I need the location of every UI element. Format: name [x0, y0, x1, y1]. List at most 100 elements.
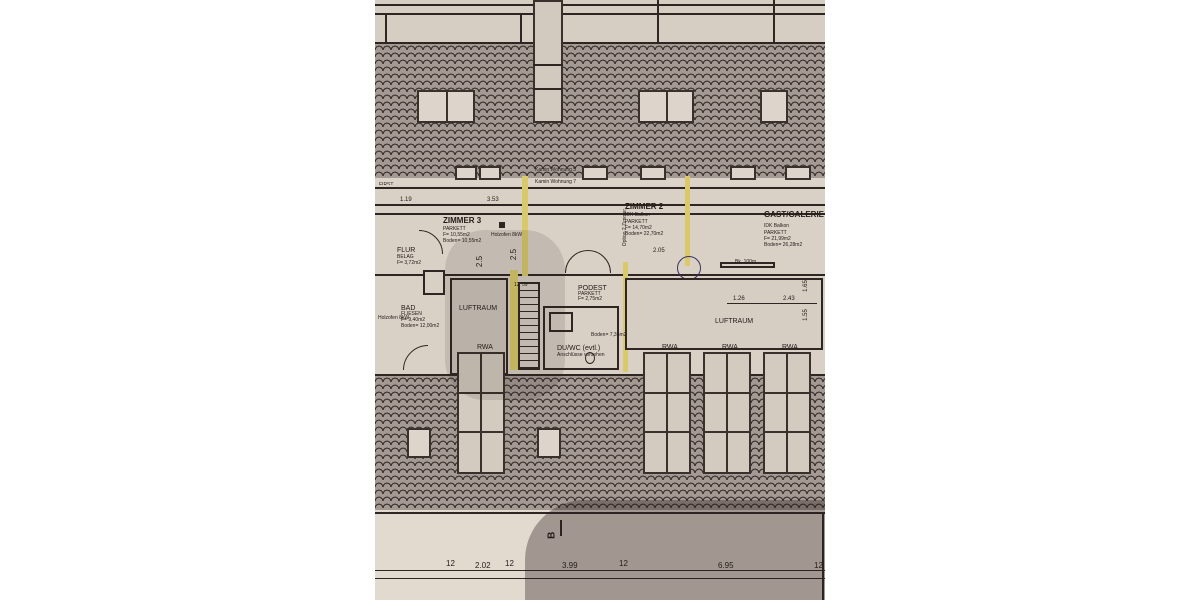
dimension: 12	[505, 559, 514, 568]
room-area: F= 10,55m2	[443, 232, 470, 238]
room-name: GAST/GALERIE	[764, 210, 825, 219]
room-area: F= 2,75m2	[578, 296, 603, 302]
wall-line	[375, 213, 825, 215]
dimension-line	[375, 204, 825, 206]
frame-line	[385, 13, 387, 43]
frame-line	[375, 578, 825, 579]
wall-line	[375, 274, 825, 276]
dimension: 12	[619, 559, 628, 568]
frame-line	[657, 0, 659, 43]
small-window	[640, 166, 666, 180]
chimney-label-1: Kamin Wohnung 5	[535, 167, 577, 173]
detail-marker	[677, 256, 701, 280]
small-window	[730, 166, 756, 180]
photo-shadow	[525, 500, 825, 600]
chimney	[533, 0, 563, 123]
toilet	[585, 352, 595, 364]
rwa-label: RWA	[662, 344, 678, 351]
room-name: ZIMMER 3	[443, 216, 482, 225]
roof-tiles-upper	[375, 43, 825, 178]
small-skylight	[537, 428, 561, 458]
room-floor: PARKETT	[764, 230, 787, 236]
dimension: 2.43	[783, 296, 795, 302]
room-area: Boden= 7,35m2	[591, 332, 627, 338]
dimension: 59	[522, 282, 528, 288]
room-boden: Boden= 22,70m2	[625, 231, 664, 237]
room-boden: Boden= 26,28m2	[764, 242, 803, 248]
room-name: LUFTRAUM	[459, 305, 498, 312]
shower-tray	[549, 312, 573, 332]
room-floor: FLIESEN	[401, 311, 422, 317]
dimension: 1.65	[802, 280, 809, 292]
room-area: F= 21,99m2	[764, 236, 791, 242]
chimney-label-2: Kamin Wohnung 7	[535, 179, 577, 185]
rwa-label: RWA	[782, 344, 798, 351]
small-window	[479, 166, 501, 180]
room-name: LUFTRAUM	[715, 318, 754, 325]
roof-tiles-lower	[375, 375, 825, 510]
rwa-smoke-vent-window	[763, 352, 811, 474]
new-wall	[685, 176, 690, 266]
small-window	[785, 166, 811, 180]
room-note: Holzofen 8kW	[491, 232, 523, 238]
skylight	[417, 90, 475, 123]
skylight	[760, 90, 788, 123]
new-wall	[522, 176, 528, 276]
room-area: F= 3,72m2	[397, 260, 422, 266]
rwa-label: RWA	[477, 344, 493, 351]
room-name: DU/WC (evtl.)	[557, 345, 601, 352]
room-area: F= 9,40m2	[401, 317, 426, 323]
dimension: 2.05	[653, 248, 665, 254]
floor-plan-sheet: Kamin Wohnung 5 Kamin Wohnung 7 FIRST ZI…	[375, 0, 825, 600]
dimension: 1.55	[802, 309, 809, 321]
void-area-right	[625, 278, 823, 350]
rwa-label: RWA	[722, 344, 738, 351]
room-name: PODEST	[578, 285, 607, 292]
shower	[423, 270, 445, 295]
dimension: 3.99	[562, 561, 578, 570]
eave-line	[375, 374, 825, 376]
window-sill	[720, 262, 775, 268]
dimension: 3.53	[487, 197, 499, 203]
dimension: 1.26	[733, 296, 745, 302]
frame-line	[375, 4, 825, 6]
room-floor: BELAG	[397, 254, 414, 260]
room-name: ZIMMER 2	[625, 202, 664, 211]
dimension: 12	[446, 559, 455, 568]
frame-line	[375, 13, 825, 15]
rwa-smoke-vent-window	[643, 352, 691, 474]
room-boden: Boden= 10,55m2	[443, 238, 482, 244]
photo-shadow	[445, 230, 565, 400]
room-name: FLUR	[397, 247, 416, 254]
new-wall	[510, 270, 518, 370]
dimension: 6.95	[718, 561, 734, 570]
dimension: 2.02	[475, 561, 491, 570]
small-window	[455, 166, 477, 180]
section-marker-line	[560, 520, 562, 536]
staircase	[518, 282, 540, 370]
room-note: Anschlüsse vorsehen	[557, 352, 605, 358]
frame-line	[520, 13, 522, 43]
rwa-smoke-vent-window	[457, 352, 505, 474]
dimension-line	[727, 303, 817, 304]
dimension-line	[375, 570, 825, 571]
dimension: 12	[814, 561, 823, 570]
room-area: F= 14,70m2	[625, 225, 652, 231]
room-floor: PARKETT	[443, 226, 466, 232]
frame-line	[822, 512, 824, 600]
small-skylight	[407, 428, 431, 458]
room-floor: PARKETT	[578, 291, 601, 297]
stove-symbol	[499, 222, 505, 228]
room-boden: Boden= 12,00m2	[401, 323, 440, 329]
frame-line	[375, 512, 825, 514]
skylight	[638, 90, 694, 123]
chimney-line	[533, 64, 563, 66]
sill-label: Bk. 100m	[735, 259, 757, 265]
wall-line	[375, 187, 825, 189]
room-note: IDK Balkon	[625, 212, 651, 218]
dimension: 12	[514, 282, 520, 288]
lower-margin	[375, 510, 825, 600]
small-window	[582, 166, 608, 180]
dimension: 1.19	[400, 197, 412, 203]
rwa-smoke-vent-window	[703, 352, 751, 474]
